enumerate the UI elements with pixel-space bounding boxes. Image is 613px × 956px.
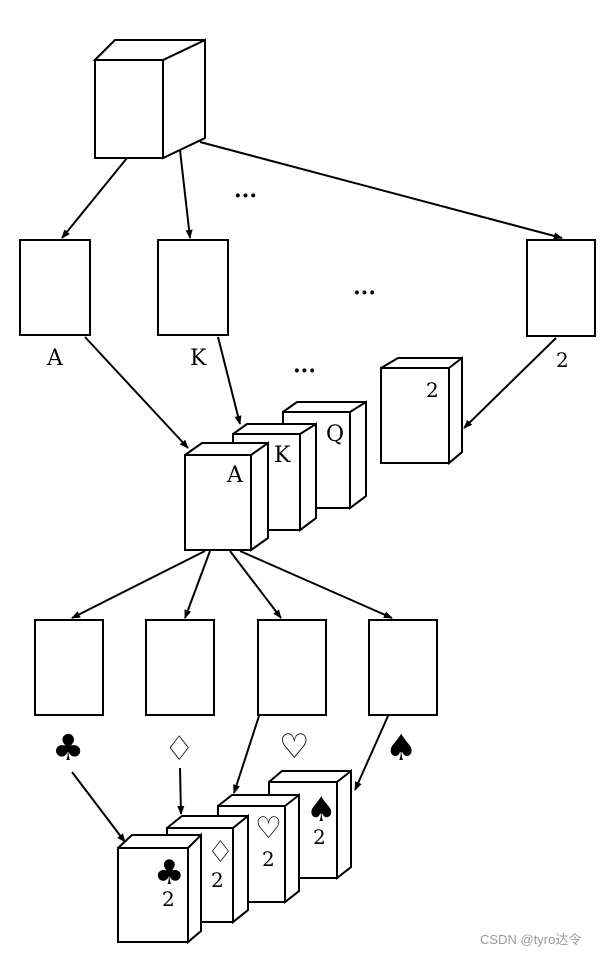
suit-box-diamonds bbox=[145, 619, 215, 716]
suit-box-hearts bbox=[257, 619, 327, 716]
ellipsis-top: ··· bbox=[234, 183, 257, 209]
diamonds-icon: ♢ bbox=[164, 729, 194, 769]
arrow-ace-to-hearts bbox=[229, 550, 282, 619]
watermark: CSDN @tyro达令 bbox=[480, 932, 581, 947]
stack-label-king: K bbox=[274, 443, 291, 468]
stack-box-two: 2 bbox=[380, 355, 463, 466]
stack-box-ace: A bbox=[184, 441, 269, 552]
arrow-ace-to-stack bbox=[84, 336, 189, 449]
rank-label-king: K bbox=[190, 346, 207, 371]
card-spades-icon: ♠ bbox=[306, 790, 336, 830]
rank-label-ace: A bbox=[46, 346, 64, 371]
arrow-ace-to-diamonds bbox=[184, 550, 211, 619]
card-rank-clubs: 2 bbox=[162, 887, 175, 911]
card-rank-spades: 2 bbox=[313, 825, 326, 849]
arrow-clubs-to-card bbox=[71, 771, 126, 843]
arrow-ace-to-spades bbox=[239, 550, 393, 619]
stack-label-two: 2 bbox=[426, 378, 439, 402]
spades-icon: ♠ bbox=[385, 728, 417, 769]
rank-box-king bbox=[157, 239, 229, 336]
stack-label-queen: Q bbox=[326, 422, 344, 447]
rank-box-ace bbox=[19, 239, 91, 336]
card-rank-diamonds: 2 bbox=[211, 868, 224, 892]
arrow-diamonds-to-card bbox=[177, 767, 185, 815]
card-clubs-icon: ♣ bbox=[154, 853, 184, 893]
arrow-root-to-two bbox=[199, 141, 563, 240]
card-hearts-icon: ♡ bbox=[255, 811, 282, 846]
arrow-root-to-king bbox=[179, 149, 193, 239]
clubs-icon: ♣ bbox=[52, 728, 84, 769]
rank-box-two bbox=[526, 239, 596, 337]
stack-label-ace: A bbox=[226, 463, 244, 488]
arrow-hearts-to-card bbox=[233, 715, 260, 794]
rank-label-two: 2 bbox=[556, 348, 569, 372]
arrow-root-to-ace bbox=[61, 157, 128, 239]
ellipsis-middle: ··· bbox=[353, 280, 376, 306]
ellipsis-stack: ··· bbox=[293, 358, 316, 384]
card-rank-hearts: 2 bbox=[262, 847, 275, 871]
card-two-clubs: ♣ 2 bbox=[117, 832, 202, 945]
arrow-two-to-stack bbox=[463, 337, 557, 429]
arrow-spades-to-card bbox=[354, 715, 389, 791]
suit-box-clubs bbox=[34, 619, 104, 716]
arrow-king-to-stack bbox=[217, 336, 242, 425]
root-deck-box bbox=[92, 38, 206, 160]
suit-box-spades bbox=[368, 619, 438, 716]
card-diamonds-icon: ♢ bbox=[207, 835, 234, 870]
hearts-icon: ♡ bbox=[279, 727, 309, 767]
arrow-ace-to-clubs bbox=[71, 550, 206, 619]
